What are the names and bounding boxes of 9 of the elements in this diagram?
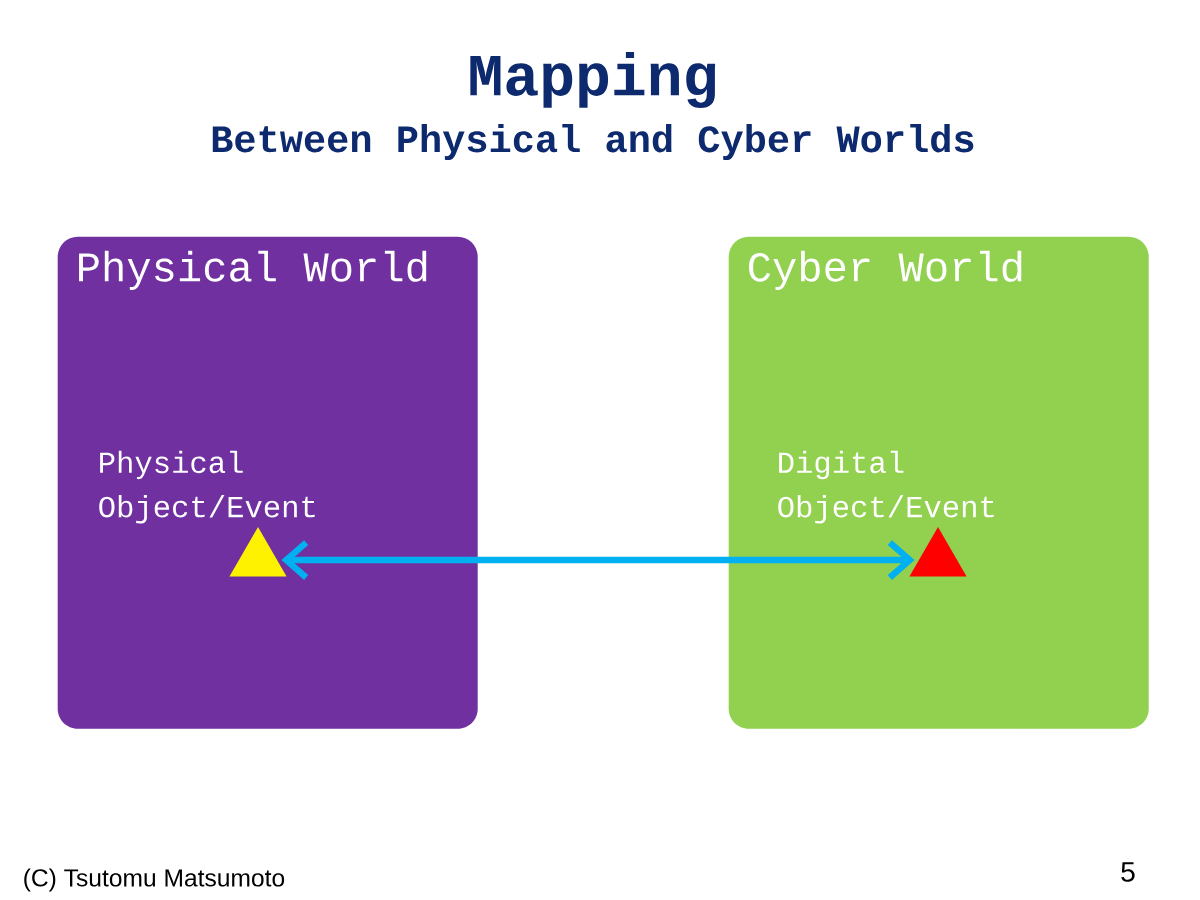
object-caption: Physical Object/Event: [99, 450, 315, 524]
page-number: 5: [1121, 862, 1135, 882]
double-arrow: [281, 540, 915, 580]
copyright-note: (C) Tsutomu Matsumoto: [24, 868, 285, 892]
subtitle: Between Physical and Cyber Worlds: [212, 124, 974, 160]
object-caption: Digital Object/Event: [778, 450, 994, 524]
triangle-marker: [229, 527, 287, 577]
triangle-marker: [909, 527, 967, 577]
title: Mapping: [470, 52, 716, 108]
